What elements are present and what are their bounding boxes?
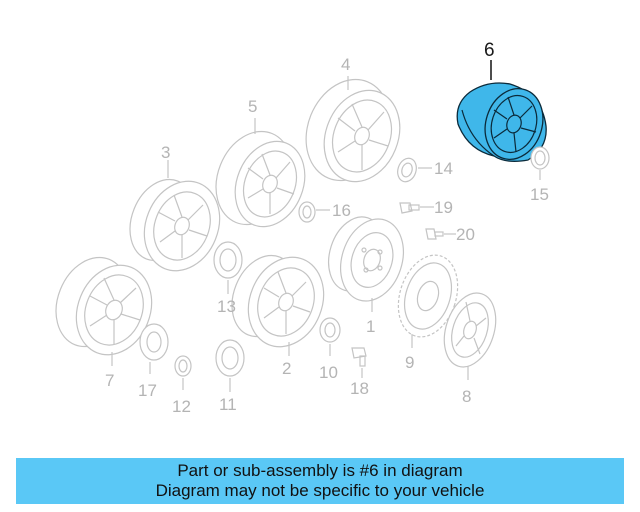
callout-17: 17 bbox=[138, 381, 157, 400]
steel-wheel-1[interactable] bbox=[320, 210, 414, 309]
center-cap-16[interactable] bbox=[298, 201, 316, 223]
callout-1: 1 bbox=[366, 317, 375, 336]
callout-3: 3 bbox=[161, 143, 170, 162]
callout-2: 2 bbox=[282, 359, 291, 378]
callout-12: 12 bbox=[172, 397, 191, 416]
center-cap-17[interactable] bbox=[139, 323, 169, 361]
callout-5: 5 bbox=[248, 97, 257, 116]
callout-13: 13 bbox=[217, 297, 236, 316]
wheel-bolt-18[interactable] bbox=[351, 347, 367, 367]
wheel-cover-9[interactable] bbox=[388, 247, 467, 344]
center-cap-11[interactable] bbox=[215, 339, 245, 377]
callout-19: 19 bbox=[434, 198, 453, 217]
callout-9: 9 bbox=[405, 353, 414, 372]
callout-18: 18 bbox=[350, 379, 369, 398]
alloy-wheel-6-highlighted[interactable] bbox=[456, 81, 552, 167]
callout-10: 10 bbox=[319, 363, 338, 382]
wheel-cover-8[interactable] bbox=[435, 286, 504, 373]
center-cap-13[interactable] bbox=[213, 241, 243, 279]
emblem-12[interactable] bbox=[174, 355, 192, 377]
callout-16: 16 bbox=[332, 201, 351, 220]
callout-8: 8 bbox=[462, 387, 471, 406]
alloy-wheel-4[interactable] bbox=[291, 67, 413, 193]
callout-4: 4 bbox=[341, 55, 350, 74]
alloy-wheel-3[interactable] bbox=[118, 170, 232, 282]
banner-line-disclaimer: Diagram may not be specific to your vehi… bbox=[155, 481, 485, 500]
alloy-wheel-2[interactable] bbox=[220, 246, 336, 358]
callout-20: 20 bbox=[456, 225, 475, 244]
valve-stem-20[interactable] bbox=[425, 228, 444, 240]
callout-15: 15 bbox=[530, 185, 549, 204]
emblem-15[interactable] bbox=[530, 146, 550, 170]
center-cap-14[interactable] bbox=[395, 156, 420, 184]
banner-line-part: Part or sub-assembly is #6 in diagram bbox=[177, 461, 463, 480]
wheel-bolt-19[interactable] bbox=[399, 202, 420, 214]
center-cap-10[interactable] bbox=[319, 317, 341, 343]
callout-6: 6 bbox=[484, 40, 495, 61]
callout-11: 11 bbox=[219, 395, 237, 414]
info-banner: Part or sub-assembly is #6 in diagram Di… bbox=[16, 458, 624, 504]
alloy-wheel-7[interactable] bbox=[43, 247, 164, 367]
callout-14: 14 bbox=[434, 159, 453, 178]
callout-7: 7 bbox=[105, 371, 114, 390]
alloy-wheel-5[interactable] bbox=[203, 120, 317, 237]
